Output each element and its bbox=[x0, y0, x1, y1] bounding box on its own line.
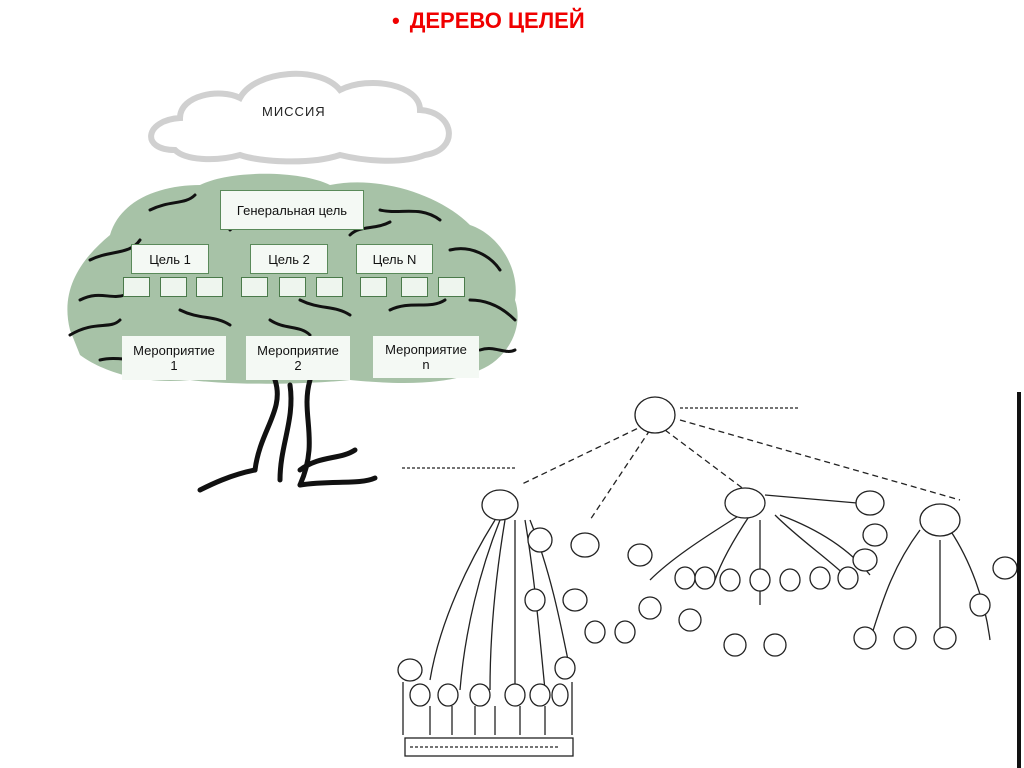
goal-box-n: Цель N bbox=[356, 244, 433, 274]
activity-number: 2 bbox=[294, 358, 302, 373]
tree-trunk bbox=[197, 377, 378, 493]
slide-title: • ДЕРЕВО ЦЕЛЕЙ bbox=[392, 8, 585, 34]
diagram-nodes bbox=[397, 396, 1018, 707]
activity-box-n: Мероприятие n bbox=[373, 336, 479, 378]
activity-number: 1 bbox=[170, 358, 178, 373]
subgoal-box bbox=[196, 277, 223, 297]
subgoal-box bbox=[360, 277, 387, 297]
cloud-shape bbox=[148, 70, 452, 165]
subgoal-box bbox=[279, 277, 306, 297]
subgoal-box bbox=[123, 277, 150, 297]
title-bullet: • bbox=[392, 8, 400, 33]
diagram-fan-lines bbox=[429, 514, 991, 691]
activity-number: n bbox=[422, 357, 430, 372]
subgoal-box bbox=[316, 277, 343, 297]
diagram-leaf-stems bbox=[402, 682, 573, 735]
subgoal-box bbox=[160, 277, 187, 297]
activity-label: Мероприятие bbox=[257, 343, 339, 358]
subgoal-box bbox=[438, 277, 465, 297]
right-edge-bar bbox=[1017, 392, 1021, 768]
activity-label: Мероприятие bbox=[385, 342, 467, 357]
activity-label: Мероприятие bbox=[133, 343, 215, 358]
general-goal-box: Генеральная цель bbox=[220, 190, 364, 230]
goal-box-2: Цель 2 bbox=[250, 244, 328, 274]
goal-box-1: Цель 1 bbox=[131, 244, 209, 274]
title-text: ДЕРЕВО ЦЕЛЕЙ bbox=[409, 8, 585, 33]
mission-label: МИССИЯ bbox=[262, 104, 326, 119]
subgoal-box bbox=[241, 277, 268, 297]
subgoal-box bbox=[401, 277, 428, 297]
activity-box-1: Мероприятие 1 bbox=[122, 336, 226, 380]
scanned-goal-tree-diagram bbox=[397, 396, 1018, 757]
activity-box-2: Мероприятие 2 bbox=[246, 336, 350, 380]
